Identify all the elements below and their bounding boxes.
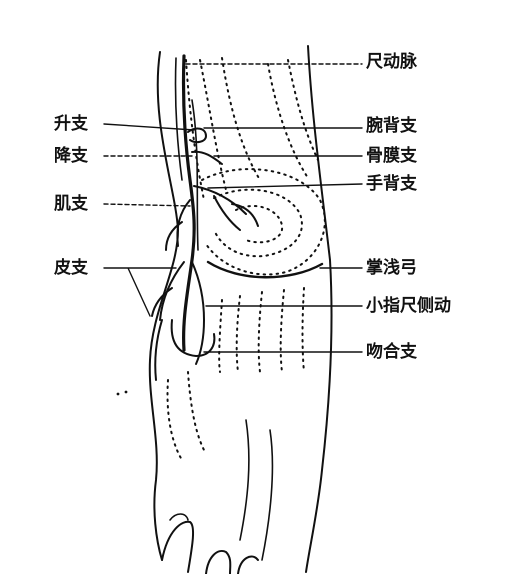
- ulnar-artery-parallel: [174, 57, 183, 181]
- superficial-palmar-arch: [206, 260, 324, 279]
- metacarpal-dotted-2: [235, 295, 241, 373]
- metacarpal-dotted-3: [257, 291, 263, 373]
- finger-outline-3: [237, 555, 259, 574]
- label-periosteal-branch: 骨膜支: [366, 146, 417, 166]
- finger-nail-1: [169, 513, 189, 521]
- leader-muscular-branch: [103, 203, 191, 207]
- label-dorsal-hand-branch: 手背支: [366, 174, 417, 194]
- tendon-dotted-5: [287, 59, 319, 161]
- finger-outline-1: [161, 520, 195, 573]
- wrist-crease-line: [191, 99, 199, 251]
- little-finger-artery-vessel: [191, 261, 205, 365]
- metacarpal-dotted-5: [301, 287, 305, 373]
- ulnar-artery-trunk: [181, 54, 196, 352]
- finger-crease-2: [239, 419, 250, 541]
- little-finger-dotted: [166, 379, 183, 461]
- cutaneous-branch-vessel: [151, 261, 185, 381]
- label-superficial-palmar-arch: 掌浅弓: [366, 258, 417, 278]
- periosteal-branch-vessel: [191, 150, 223, 165]
- label-little-finger-ulnar-artery: 小指尺侧动: [366, 296, 451, 316]
- label-muscular-branch: 肌支: [54, 194, 88, 214]
- dorsal-network-loop: [235, 205, 284, 244]
- leader-ascending-branch: [103, 123, 195, 131]
- muscular-branch-vessel: [165, 199, 191, 251]
- label-descending-branch: 降支: [54, 146, 88, 166]
- dorsal-network-inner: [213, 188, 303, 258]
- tendon-dotted-2: [199, 59, 227, 191]
- tendon-dotted-4: [267, 63, 309, 179]
- leader-cutaneous-branch: [103, 267, 177, 317]
- label-cutaneous-branch: 皮支: [54, 258, 88, 278]
- label-ascending-branch: 升支: [54, 114, 88, 134]
- forearm-ulnar-edge: [148, 51, 179, 561]
- finger-outline-2: [205, 550, 232, 574]
- ring-finger-dotted: [187, 371, 205, 451]
- tendon-dotted-1: [185, 59, 205, 201]
- dorsal-network-outer: [201, 168, 326, 276]
- leader-dorsal-hand-branch: [207, 183, 363, 189]
- tendon-dotted-3: [221, 57, 261, 181]
- dorsal-carpal-branch-vessel: [187, 127, 207, 144]
- label-ulnar-artery: 尺动脉: [366, 52, 417, 72]
- metacarpal-dotted-4: [279, 289, 285, 373]
- anastomotic-loop-vessel: [170, 319, 216, 357]
- label-anastomotic-branch: 吻合支: [366, 342, 417, 362]
- metacarpal-dotted-1: [218, 299, 223, 373]
- dorsal-hand-branch-vessel: [193, 185, 259, 231]
- label-dorsal-carpal-branch: 腕背支: [366, 116, 417, 136]
- finger-crease: [261, 429, 274, 561]
- forearm-radial-edge: [305, 45, 333, 573]
